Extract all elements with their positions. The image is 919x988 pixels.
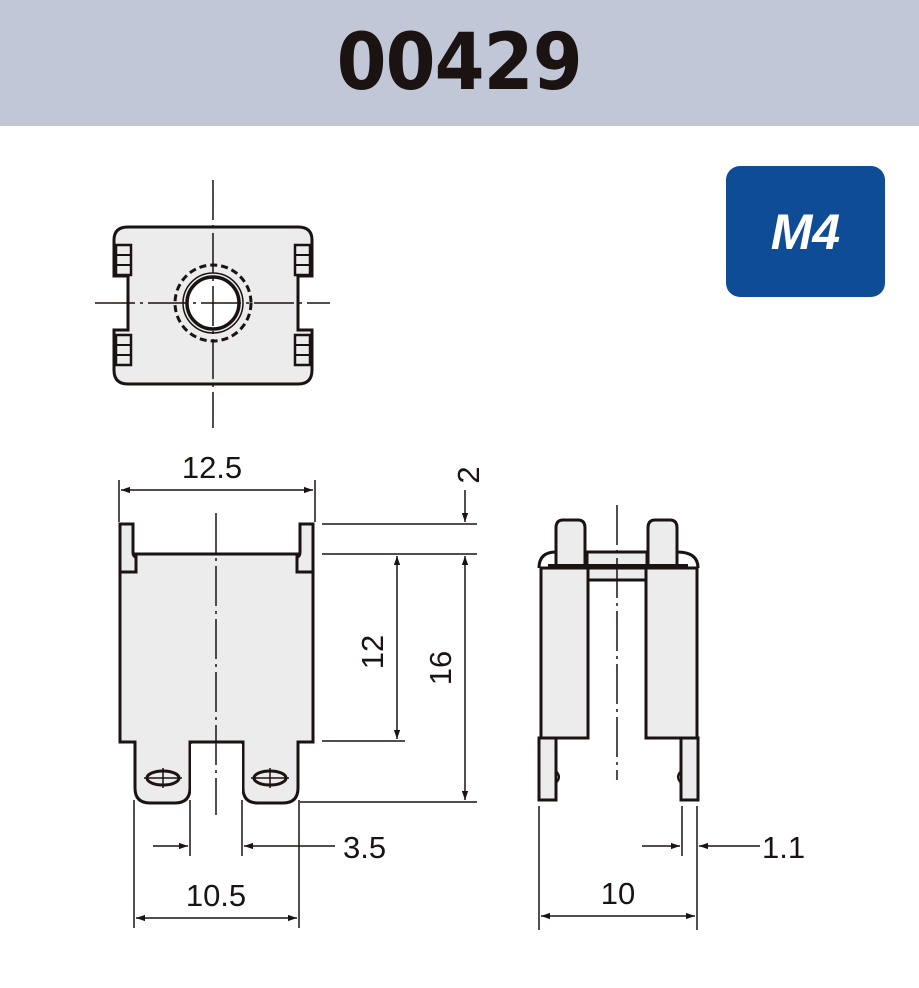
dim-slot-width-3-5: 3.5	[343, 830, 386, 865]
dim-tab-height-2: 2	[451, 466, 486, 483]
dim-body-height-12: 12	[355, 635, 390, 669]
part-number-header: 00429	[0, 0, 919, 126]
dim-depth-10: 10	[601, 876, 635, 911]
front-view	[118, 480, 477, 928]
dim-total-height-16: 16	[423, 651, 458, 685]
thread-size-badge: M4	[726, 166, 885, 297]
top-view	[95, 180, 330, 428]
part-number-title: 00429	[336, 18, 583, 108]
thread-size-label: M4	[770, 203, 841, 260]
dim-thickness-1-1: 1.1	[762, 830, 805, 865]
dim-width-12-5: 12.5	[182, 450, 242, 485]
side-view	[537, 505, 760, 930]
dim-leg-span-10-5: 10.5	[186, 878, 246, 913]
